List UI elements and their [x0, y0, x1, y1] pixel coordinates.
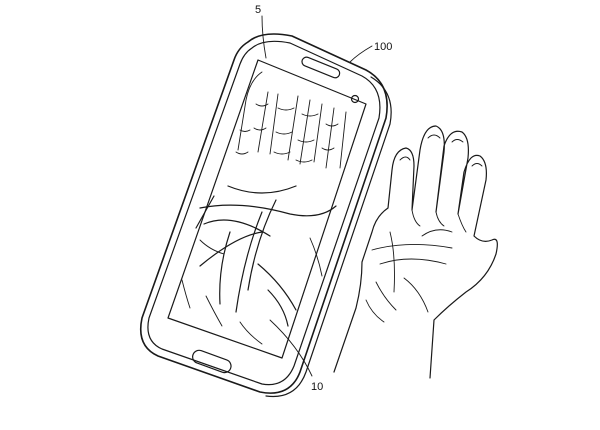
screen-crease-1 [253, 103, 269, 131]
hand-nail-4 [471, 163, 483, 167]
ref-label-5: 5 [255, 4, 261, 16]
screen-palm-line-3 [195, 195, 215, 229]
screen-finger-1 [237, 71, 263, 151]
smartphone [139, 33, 392, 398]
screen-palm-line-13 [309, 237, 323, 277]
hand-finger-gap-2 [435, 211, 445, 227]
screen-palm-line-4 [247, 199, 277, 291]
hand-nail-3 [451, 139, 464, 143]
front-camera [350, 94, 360, 104]
leader-10 [269, 319, 313, 377]
hand-nail-1 [399, 156, 411, 161]
hand-nail-2 [427, 134, 441, 139]
phone-outer-body [139, 33, 388, 394]
screen-palm-base [227, 185, 297, 194]
home-button [192, 349, 232, 374]
screen-palm-line-2 [203, 219, 271, 237]
screen-palm-line-10 [205, 295, 223, 327]
hand-palm-line-7 [365, 299, 385, 323]
screen-finger-5 [339, 111, 347, 169]
hand-palm-line-3 [389, 231, 395, 293]
leader-5 [261, 15, 267, 59]
hand [333, 125, 498, 379]
screen-palm-line-1 [199, 204, 337, 217]
screen-palm-line-11 [181, 279, 191, 309]
hand-palm-line-1 [371, 244, 453, 251]
hand-finger-gap-3 [457, 213, 467, 233]
ref-label-10: 10 [311, 381, 323, 393]
reference-numerals: 5 100 10 [255, 4, 392, 393]
screen-finger-2 [257, 91, 279, 155]
screen-finger-3 [287, 95, 311, 165]
phone-side-edge [265, 76, 392, 398]
screen-palm-line-6 [199, 231, 263, 267]
screen-palm-line-14 [199, 239, 225, 255]
phone-screen [167, 59, 367, 359]
palm-image-on-screen [181, 71, 347, 345]
screen-palm-line-8 [257, 263, 297, 311]
screen-palm-line-7 [219, 231, 231, 305]
screen-crease-3 [295, 113, 319, 163]
hand-palm-line-4 [403, 277, 429, 313]
hand-palm-line-6 [421, 229, 453, 237]
screen-palm-line-9 [267, 289, 289, 327]
ref-label-100: 100 [374, 41, 392, 53]
hand-palm-line-2 [379, 258, 447, 265]
hand-palm-line-5 [375, 281, 397, 311]
screen-crease-4 [321, 123, 339, 151]
screen-finger-4 [313, 103, 335, 169]
hand-finger-gap-1 [411, 209, 421, 227]
screen-crease-2 [273, 107, 295, 155]
screen-palm-line-12 [239, 321, 263, 345]
hand-outline [333, 125, 498, 379]
screen-palm-line-5 [235, 211, 263, 313]
speaker-slot [301, 56, 341, 79]
phone-inner-rim [147, 40, 381, 386]
leader-100 [349, 45, 373, 63]
screen-crease-5 [235, 129, 251, 155]
